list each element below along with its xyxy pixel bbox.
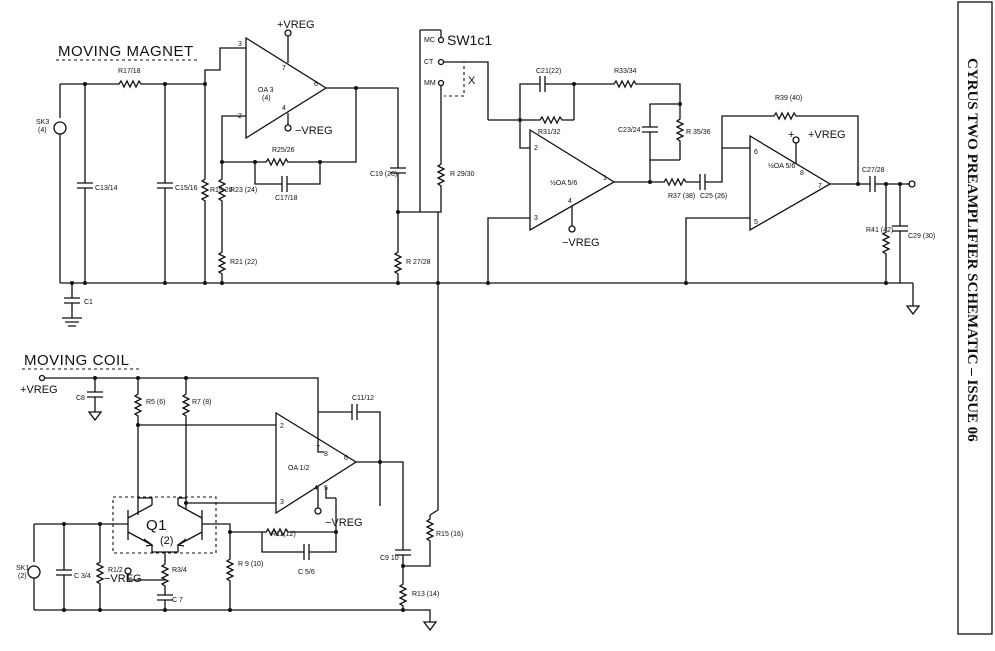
sk1-label: SK1	[16, 565, 29, 572]
r1112-label: R11(12)	[271, 531, 296, 538]
c2324-label: C23/24	[618, 127, 641, 134]
switch-mc-label: MC	[424, 37, 435, 44]
pin-label: 2	[280, 423, 284, 430]
pin-label: 8	[324, 451, 328, 458]
oa12-opamp	[275, 411, 358, 515]
c1314-label: C13/14	[95, 185, 118, 192]
r3940-label: R39 (40)	[775, 95, 802, 102]
pin-label: 4	[568, 198, 572, 205]
r4142-label: R41 (42)	[866, 227, 893, 234]
pin-label: 5	[754, 219, 758, 226]
q1-ref: (2)	[160, 535, 173, 547]
moving-magnet-label: MOVING MAGNET	[58, 43, 194, 60]
oa56a-label: ½OA 5/6	[550, 179, 577, 187]
mc-vreg-pos: +VREG	[20, 384, 58, 396]
c2526-label: C25 (26)	[700, 193, 727, 200]
oa56b-vreg-pos: +VREG	[808, 129, 846, 141]
pin-label: 3	[534, 215, 538, 222]
switch-sw1: MC SW1c1 CT MM X R 29/30	[420, 29, 492, 510]
c8-label: C8	[76, 395, 85, 402]
oa3-vreg-neg: −VREG	[295, 125, 333, 137]
oa56a-vreg-neg: −VREG	[562, 237, 600, 249]
switch-ct-label: CT	[424, 59, 434, 66]
r3536-label: R 35/36	[686, 129, 711, 136]
c56-label: C 5/6	[298, 569, 315, 576]
c1718-label: C17/18	[275, 195, 298, 202]
oa3-ref: (4)	[262, 95, 271, 102]
r910-label: R 9 (10)	[238, 561, 263, 568]
r3132-label: R31/32	[538, 129, 561, 136]
pin-label: 6	[754, 149, 758, 156]
r1516-label: R15 (16)	[436, 531, 463, 538]
pin-label: 1	[603, 175, 607, 182]
pin-label: 8	[800, 170, 804, 177]
r2122-label: R21 (22)	[230, 259, 257, 266]
r3738-label: R37 (38)	[668, 193, 695, 200]
oa56b-opamp	[749, 134, 832, 232]
pin-label: 7	[282, 65, 286, 72]
c1-label: C1	[84, 299, 93, 306]
c7-label: C 7	[172, 597, 183, 604]
r12-label: R1/2	[108, 567, 123, 574]
r2324-label: R23 (24)	[230, 187, 257, 194]
switch-x-label: X	[468, 75, 476, 87]
r1920-label: R19 20	[210, 187, 233, 194]
pin-label: 6	[344, 455, 348, 462]
moving-coil-section: MOVING COIL +VREG C8 R5 (6) R7 (8) OA 1/…	[16, 352, 463, 632]
schematic-title: CYRUS TWO PREAMPLIFIER SCHEMATIC – ISSUE…	[964, 58, 980, 442]
r2728-label: R 27/28	[406, 259, 431, 266]
sk3-label: SK3	[36, 119, 49, 126]
oa3-label: OA 3	[258, 87, 274, 94]
sk1-ref: (2)	[18, 573, 27, 580]
switch-name: SW1c1	[447, 32, 492, 48]
oa56b-label: ½OA 5/6	[768, 162, 795, 170]
switch-mm-label: MM	[424, 80, 436, 87]
r1314-label: R13 (14)	[412, 591, 439, 598]
c1920-label: C19 (20)	[370, 171, 397, 178]
pin-label: 2	[534, 145, 538, 152]
oa12-vreg-neg: −VREG	[325, 517, 363, 529]
oa56-stage1: ½OA 5/6 2 3 4 1 −VREG R31/32 C21(22) R33…	[487, 68, 750, 283]
moving-coil-label: MOVING COIL	[24, 352, 130, 369]
pin-label: 4	[282, 105, 286, 112]
pin-label: 4	[314, 485, 318, 492]
r56-label: R5 (6)	[146, 399, 165, 406]
sk3-ref: (4)	[38, 127, 47, 134]
c1516-label: C15/16	[175, 185, 198, 192]
pin-label: 3	[238, 41, 242, 48]
pin-label: 7	[316, 445, 320, 452]
pin-label: 6	[314, 81, 318, 88]
r2930-label: R 29/30	[450, 171, 475, 178]
oa3-opamp	[245, 36, 328, 140]
q1-vreg-neg: −VREG	[104, 573, 142, 585]
r34-label: R3/4	[172, 567, 187, 574]
pin-label: 7	[818, 183, 822, 190]
r3334-label: R33/34	[614, 68, 637, 75]
r2526-label: R25/26	[272, 147, 295, 154]
c2122-label: C21(22)	[536, 68, 561, 75]
oa56-stage2: ½OA 5/6 6 5 8 7 + +VREG R39 (40) C27/28 …	[685, 95, 935, 316]
oa12-label: OA 1/2	[288, 465, 310, 472]
r1718-label: R17/18	[118, 68, 141, 75]
c34-label: C 3/4	[74, 573, 91, 580]
r78-label: R7 (8)	[192, 399, 211, 406]
c910-label: C9 10	[380, 555, 399, 562]
title-block: CYRUS TWO PREAMPLIFIER SCHEMATIC – ISSUE…	[957, 1, 993, 635]
oa56b-plus: +	[788, 129, 794, 141]
c1112-label: C11/12	[352, 395, 374, 402]
pin-label: 3	[280, 499, 284, 506]
c2930-label: C29 (30)	[908, 233, 935, 240]
q1-label: Q1	[146, 517, 167, 534]
oa3-vreg-pos: +VREG	[277, 19, 315, 31]
c2728-label: C27/28	[862, 167, 885, 174]
